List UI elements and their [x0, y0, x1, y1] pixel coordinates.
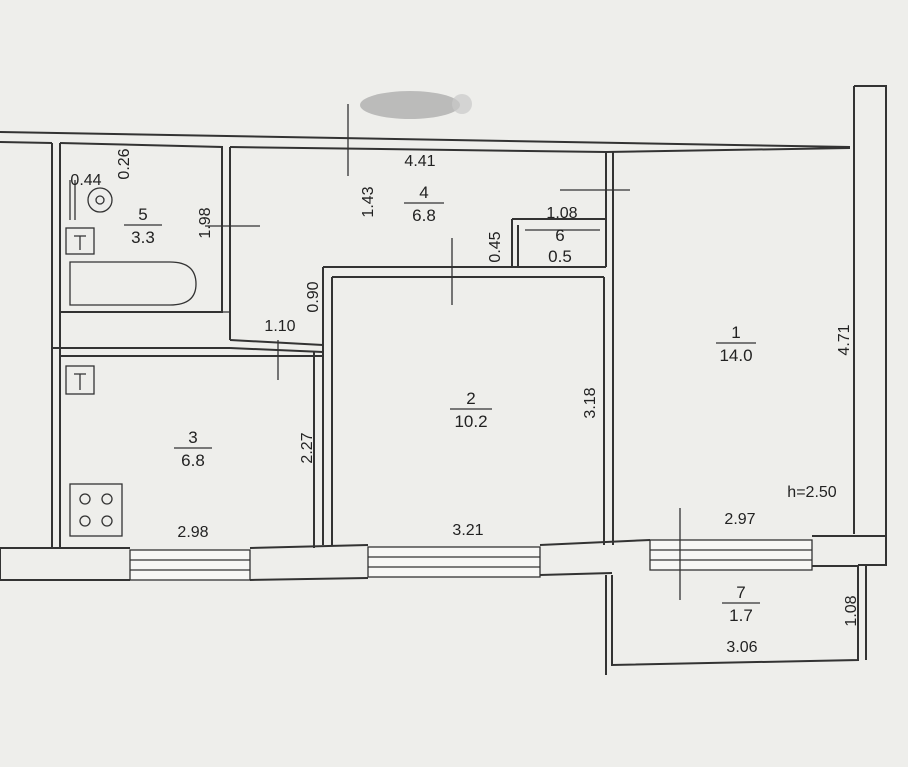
door-marks: [205, 104, 681, 600]
sink-icon: [65, 227, 95, 255]
bath-left: 0.44: [70, 172, 101, 189]
redacted-stamp: [360, 91, 472, 119]
balcony-length: 3.06: [726, 639, 757, 656]
room-1-number: 1: [731, 323, 740, 342]
ceiling-height: h=2.50: [787, 484, 836, 501]
room-5-number: 5: [138, 205, 147, 224]
kitchen-sink-icon: [65, 365, 95, 395]
hall-length: 4.41: [404, 153, 435, 170]
room-1-width: 2.97: [724, 511, 755, 528]
dimension-labels: 4.41 1.43 1.08 0.45 4.71 2.97 3.18 3.21 …: [70, 148, 860, 656]
room-1-height: 4.71: [836, 324, 853, 355]
room-labels: 1 14.0 2 10.2 3 6.8 4 6.8 5 3.3 6 0.5 7 …: [124, 183, 760, 625]
closet-width: 0.45: [487, 231, 504, 262]
windows: [129, 539, 813, 581]
room-3-number: 3: [188, 428, 197, 447]
bathtub-icon: [69, 261, 197, 306]
room-3-area: 6.8: [181, 451, 205, 470]
balcony: [605, 566, 867, 675]
room-3-width: 2.98: [177, 524, 208, 541]
corridor-depth: 0.90: [305, 281, 322, 312]
hall-width: 1.43: [360, 186, 377, 217]
room-3-height: 2.27: [299, 432, 316, 463]
corridor-width: 1.10: [264, 318, 295, 335]
walls: [0, 85, 887, 581]
room-7-number: 7: [736, 583, 745, 602]
stove-icon: [69, 483, 123, 537]
room-6-number: 6: [555, 226, 564, 245]
room-2-width: 3.21: [452, 522, 483, 539]
room-2-height: 3.18: [582, 387, 599, 418]
toilet-icon: [69, 180, 113, 220]
room-1-area: 14.0: [719, 346, 752, 365]
balcony-depth: 1.08: [843, 595, 860, 626]
bath-top: 0.26: [116, 148, 133, 179]
closet-length: 1.08: [546, 205, 577, 222]
room-6-area: 0.5: [548, 247, 572, 266]
room-7-area: 1.7: [729, 606, 753, 625]
bath-height: 1.98: [197, 207, 214, 238]
room-2-area: 10.2: [454, 412, 487, 431]
room-5-area: 3.3: [131, 228, 155, 247]
room-4-number: 4: [419, 183, 428, 202]
room-2-number: 2: [466, 389, 475, 408]
room-4-area: 6.8: [412, 206, 436, 225]
